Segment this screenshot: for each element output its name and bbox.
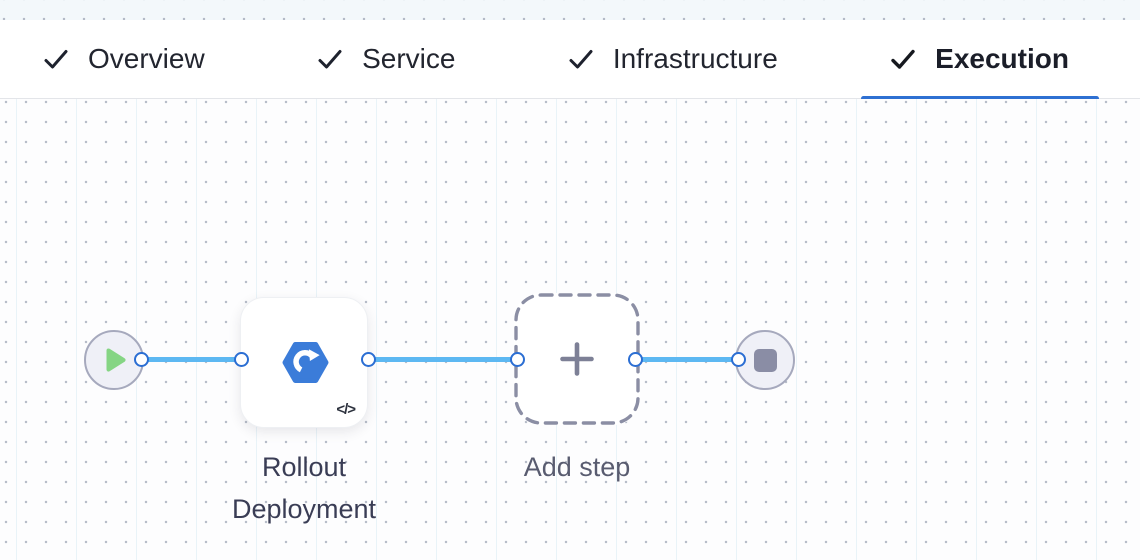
stage-config-tab-bar: Overview Service Infrastructure Executio… (0, 20, 1140, 101)
plus-icon (560, 342, 594, 376)
connector-line (635, 357, 739, 362)
port[interactable] (234, 352, 249, 367)
step-node-rollout-deployment[interactable]: </> (240, 297, 368, 428)
tab-service[interactable]: Service (316, 20, 455, 98)
check-icon (891, 49, 915, 69)
connector-line (368, 357, 518, 362)
start-node[interactable] (84, 330, 144, 390)
tab-execution[interactable]: Execution (861, 20, 1099, 101)
code-icon: </> (336, 401, 356, 418)
tab-label: Execution (935, 43, 1069, 74)
port[interactable] (361, 352, 376, 367)
active-tab-indicator (861, 96, 1099, 101)
play-icon (106, 348, 126, 372)
tab-infrastructure[interactable]: Infrastructure (567, 20, 778, 98)
check-icon (44, 50, 68, 69)
rollout-deployment-icon (282, 341, 329, 384)
stop-icon (753, 348, 777, 372)
end-node[interactable] (735, 330, 795, 390)
tab-label: Infrastructure (612, 43, 778, 74)
port[interactable] (510, 352, 525, 367)
port[interactable] (628, 352, 643, 367)
tab-label: Service (362, 43, 456, 74)
connector-line (141, 357, 241, 362)
node-label: Rollout Deployment (231, 452, 377, 524)
port[interactable] (134, 352, 149, 367)
node-label: Add step (523, 452, 631, 482)
tab-label: Overview (88, 43, 205, 74)
canvas-top-strip (0, 0, 1140, 20)
port[interactable] (731, 352, 746, 367)
add-step-node[interactable] (514, 293, 640, 425)
tab-overview[interactable]: Overview (42, 20, 205, 98)
check-icon (569, 50, 593, 69)
pipeline-canvas[interactable]: </> Rollout Deployment Add step (0, 99, 1140, 560)
check-icon (318, 50, 342, 69)
